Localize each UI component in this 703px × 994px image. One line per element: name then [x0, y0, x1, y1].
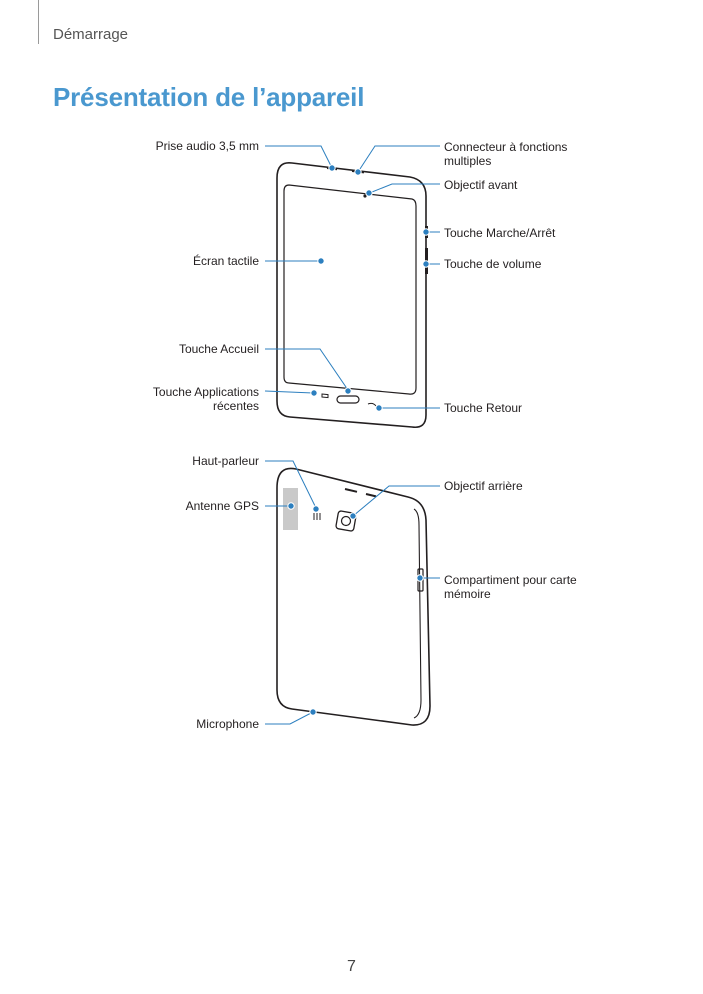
rear-camera-lens [340, 515, 352, 527]
callout-speaker [265, 460, 317, 509]
label-multi-connector: Connecteur à fonctions multiples [444, 140, 567, 168]
tablet-front-screen [283, 184, 417, 395]
home-key-shape [336, 395, 360, 404]
label-back-key: Touche Retour [444, 401, 523, 415]
speaker-grille [313, 513, 321, 520]
dot-recent-apps [310, 389, 318, 397]
label-recent-apps: Touche Applications récentes [153, 385, 259, 413]
callout-front-camera [366, 183, 440, 195]
rear-camera-housing [335, 510, 357, 532]
label-recent-apps-line1: Touche Applications [152, 385, 259, 399]
dot-touchscreen [317, 257, 325, 265]
label-home-key: Touche Accueil [178, 342, 259, 356]
dot-multi-connector [354, 168, 362, 176]
tablet-front-body [276, 161, 427, 429]
label-memory-card: Compartiment pour carte mémoire [444, 573, 577, 601]
callout-multi-connector [357, 145, 440, 173]
label-memory-card-line1: Compartiment pour carte [444, 573, 577, 587]
page-number: 7 [347, 958, 356, 975]
recent-apps-glyph [321, 393, 329, 399]
tablet-back-rim [413, 508, 422, 719]
dot-front-camera [365, 189, 373, 197]
dot-speaker [312, 505, 320, 513]
label-speaker: Haut-parleur [192, 454, 259, 468]
label-recent-apps-line2: récentes [212, 399, 259, 413]
callout-home-key [265, 348, 349, 391]
label-touchscreen: Écran tactile [192, 254, 259, 268]
label-multi-connector-line2: multiples [444, 154, 492, 168]
dot-audio-jack [328, 164, 336, 172]
front-camera-lens [363, 194, 367, 198]
label-volume-key: Touche de volume [444, 257, 542, 271]
callout-rear-camera [352, 485, 440, 517]
page-title: Présentation de l’appareil [53, 82, 365, 112]
label-gps-antenna: Antenne GPS [185, 499, 259, 513]
dot-rear-camera [349, 512, 357, 520]
label-power-key: Touche Marche/Arrêt [444, 226, 556, 240]
dot-home-key [344, 387, 352, 395]
tablet-back-body [276, 467, 431, 726]
dot-volume-key [422, 260, 430, 268]
dot-microphone [309, 708, 317, 716]
dot-power-key [422, 228, 430, 236]
label-memory-card-line2: mémoire [444, 587, 491, 601]
callout-recent-apps [264, 390, 314, 394]
dot-back-key [375, 404, 383, 412]
label-microphone: Microphone [196, 717, 259, 731]
callout-microphone [265, 711, 314, 725]
section-label: Démarrage [53, 26, 129, 43]
label-multi-connector-line1: Connecteur à fonctions [444, 140, 568, 154]
section-divider [38, 0, 39, 44]
callout-audio-jack [265, 145, 333, 169]
label-audio-jack: Prise audio 3,5 mm [155, 139, 259, 153]
dot-gps [287, 502, 295, 510]
back-top-ports [344, 488, 377, 498]
back-key-glyph [367, 402, 377, 407]
dot-memory-card [416, 574, 424, 582]
label-front-camera: Objectif avant [444, 178, 518, 192]
label-rear-camera: Objectif arrière [444, 479, 523, 493]
